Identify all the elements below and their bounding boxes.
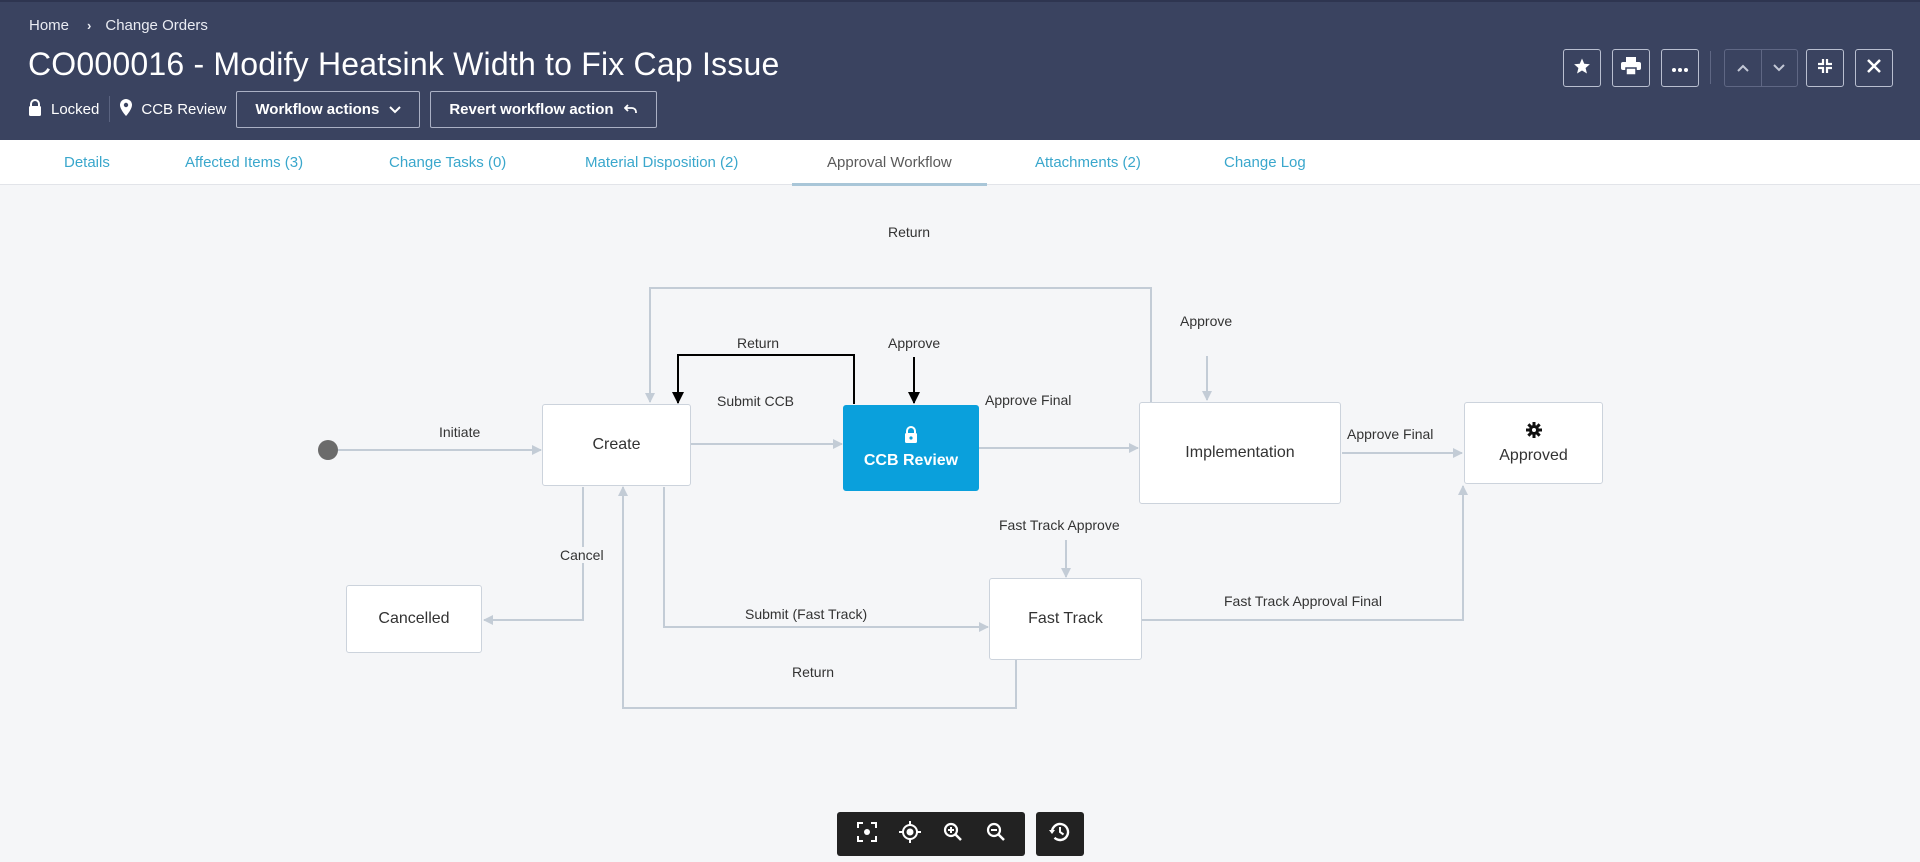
page-title: CO000016 - Modify Heatsink Width to Fix … xyxy=(28,46,780,82)
state-cancelled-label: Cancelled xyxy=(378,610,450,627)
label-approve-impl: Approve xyxy=(1178,313,1235,329)
window-tools xyxy=(1806,49,1893,87)
tab-change-log[interactable]: Change Log xyxy=(1224,154,1306,171)
next-record-button[interactable] xyxy=(1760,50,1798,86)
chevron-up-icon xyxy=(1737,59,1749,77)
fit-screen-icon xyxy=(856,821,877,847)
lock-icon xyxy=(28,98,42,120)
state-implementation[interactable]: Implementation xyxy=(1139,402,1341,504)
edge-cancel xyxy=(483,487,584,625)
start-node xyxy=(318,440,338,460)
tab-change-tasks[interactable]: Change Tasks (0) xyxy=(389,154,507,171)
diagram-zoom-toolbar xyxy=(837,812,1025,856)
state-fast-track[interactable]: Fast Track xyxy=(989,578,1142,660)
workflow-actions-label: Workflow actions xyxy=(255,100,380,118)
label-approve-final-impl: Approve Final xyxy=(1345,426,1436,442)
label-approve-final-ccb: Approve Final xyxy=(983,392,1074,408)
breadcrumb-home[interactable]: Home xyxy=(29,17,70,34)
printer-icon xyxy=(1621,56,1641,80)
state-fast-track-label: Fast Track xyxy=(1028,610,1103,627)
current-location-label: CCB Review xyxy=(141,100,227,118)
revert-workflow-action-button[interactable]: Revert workflow action xyxy=(430,90,657,128)
print-button[interactable] xyxy=(1612,49,1650,87)
label-initiate: Initiate xyxy=(437,424,483,440)
state-cancelled[interactable]: Cancelled xyxy=(346,585,482,653)
tab-approval-workflow[interactable]: Approval Workflow xyxy=(792,140,987,186)
edge-return-impl xyxy=(645,287,1152,403)
tab-attachments[interactable]: Attachments (2) xyxy=(1035,154,1141,171)
current-location: CCB Review xyxy=(120,98,227,120)
state-approved-label: Approved xyxy=(1499,446,1568,464)
lock-status-label: Locked xyxy=(51,100,100,118)
state-implementation-label: Implementation xyxy=(1185,444,1295,461)
star-icon xyxy=(1573,57,1591,80)
label-fast-track-approve: Fast Track Approve xyxy=(997,517,1122,533)
state-ccb-review[interactable]: CCB Review xyxy=(843,405,979,491)
close-icon xyxy=(1866,58,1882,79)
workflow-edges xyxy=(318,287,1468,709)
workflow-actions-button[interactable]: Workflow actions xyxy=(236,90,421,128)
tab-details[interactable]: Details xyxy=(64,154,110,171)
state-create-label: Create xyxy=(592,436,641,453)
record-navigation xyxy=(1724,49,1798,87)
ellipsis-icon xyxy=(1672,59,1688,77)
tab-bar: Details Affected Items (3) Change Tasks … xyxy=(0,140,1920,186)
edge-return-ccb xyxy=(672,354,855,404)
gear-icon xyxy=(1525,421,1542,443)
zoom-in-icon xyxy=(943,822,963,847)
status-row: Locked CCB Review Workflow actions Rever… xyxy=(28,90,657,128)
crosshair-icon xyxy=(898,820,921,848)
collapse-icon xyxy=(1817,58,1833,79)
label-cancel: Cancel xyxy=(558,547,606,563)
center-button[interactable] xyxy=(888,812,931,856)
label-fast-track-approval-final: Fast Track Approval Final xyxy=(1222,593,1384,609)
revert-label: Revert workflow action xyxy=(449,100,614,118)
label-return-impl: Return xyxy=(886,224,933,240)
workflow-canvas[interactable]: Create CCB Review Implementation Approve… xyxy=(0,186,1920,862)
edge-return-fast-track xyxy=(618,486,1017,709)
label-return-ccb: Return xyxy=(735,335,782,351)
lock-status: Locked xyxy=(28,98,100,120)
label-approve-ccb: Approve xyxy=(886,335,943,351)
chevron-down-icon xyxy=(389,101,402,118)
zoom-out-button[interactable] xyxy=(974,812,1017,856)
toolbar-divider xyxy=(1710,51,1711,84)
record-tools xyxy=(1563,49,1699,87)
zoom-out-icon xyxy=(986,822,1006,847)
lock-icon xyxy=(904,426,918,448)
previous-record-button[interactable] xyxy=(1725,50,1761,86)
edge-fast-track-approval-final xyxy=(1142,485,1468,621)
edge-submit-fast-track xyxy=(663,487,989,632)
breadcrumb-change-orders[interactable]: Change Orders xyxy=(105,17,208,34)
map-pin-icon xyxy=(120,98,133,120)
divider xyxy=(109,96,111,122)
history-toolbar xyxy=(1036,812,1084,856)
label-submit-fast-track: Submit (Fast Track) xyxy=(743,606,870,622)
label-submit-ccb: Submit CCB xyxy=(715,393,797,409)
collapse-button[interactable] xyxy=(1806,49,1844,87)
history-icon xyxy=(1049,821,1071,848)
state-ccb-review-label: CCB Review xyxy=(863,452,959,469)
record-header: Home › Change Orders CO000016 - Modify H… xyxy=(0,0,1920,140)
undo-icon xyxy=(623,101,638,118)
state-create[interactable]: Create xyxy=(542,404,691,486)
favorite-button[interactable] xyxy=(1563,49,1601,87)
label-return-fast-track: Return xyxy=(790,664,837,680)
workflow-history-button[interactable] xyxy=(1039,812,1082,856)
tab-material-disposition[interactable]: Material Disposition (2) xyxy=(585,154,739,171)
state-approved[interactable]: Approved xyxy=(1464,402,1603,484)
chevron-down-icon xyxy=(1773,59,1785,77)
tab-affected-items[interactable]: Affected Items (3) xyxy=(185,154,304,171)
zoom-in-button[interactable] xyxy=(931,812,974,856)
breadcrumb: Home › Change Orders xyxy=(29,17,208,34)
more-actions-button[interactable] xyxy=(1661,49,1699,87)
chevron-right-icon: › xyxy=(87,18,92,33)
close-button[interactable] xyxy=(1855,49,1893,87)
fit-to-screen-button[interactable] xyxy=(845,812,888,856)
